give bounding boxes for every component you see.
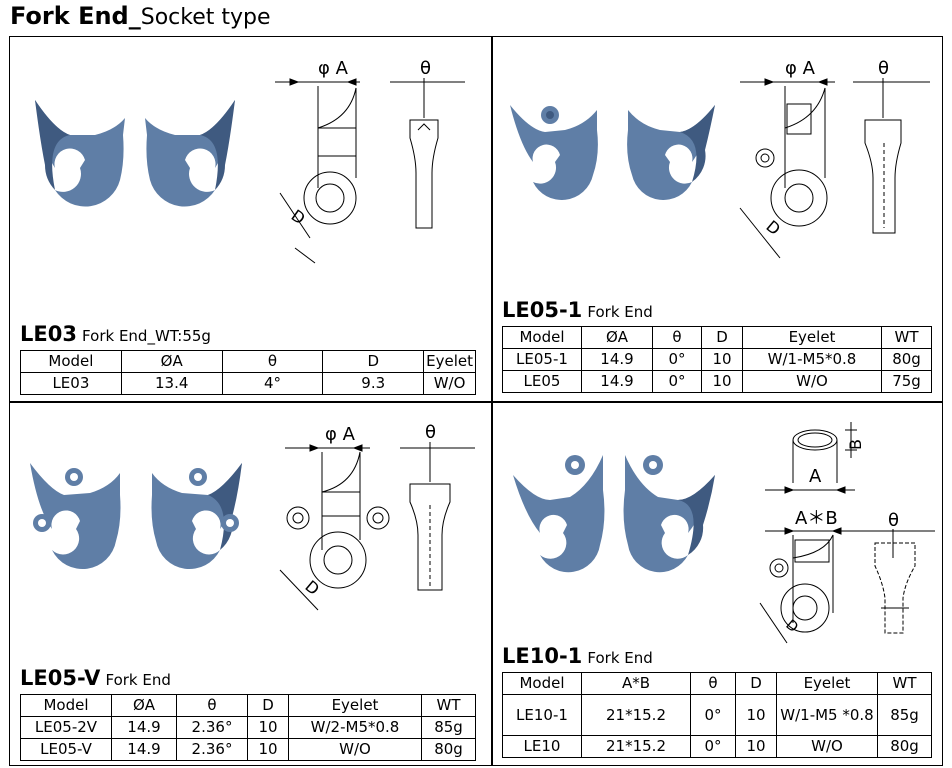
table-row: LE10-1 21*15.2 0° 10 W/1-M5 *0.8 85g: [502, 694, 932, 736]
table-row: LE05-1 14.9 0° 10 W/1-M5*0.8 80g: [502, 348, 932, 371]
le10-1-axb-label: A＊B: [795, 508, 838, 529]
le05-1-phi-a-label: φ A: [785, 58, 816, 79]
le05-v-technical-drawing: φ A D θ: [270, 410, 480, 620]
le05-v-phi-a-label: φ A: [325, 424, 356, 445]
le10-1-a-label: A: [809, 466, 822, 487]
le10-1-spec-table: Model A*B θ D Eyelet WT LE10-1 21*15.2 0…: [502, 672, 932, 758]
fork-end-left-image: [513, 455, 605, 573]
le05-1-spec-table: Model ØA θ D Eyelet WT LE05-1 14.9 0° 10…: [502, 326, 932, 393]
le03-theta-label: θ: [420, 58, 431, 79]
table-row: LE05-2V 14.9 2.36° 10 W/2-M5*0.8 85g: [20, 716, 476, 739]
fork-end-left-image: [30, 463, 121, 570]
le05-1-part-photo: [505, 90, 725, 200]
le03-phi-a-label: φ A: [318, 58, 349, 79]
le05-1-product-heading: LE05-1 Fork End: [502, 298, 653, 322]
grid-divider-horizontal: [9, 401, 943, 403]
table-header-row: Model ØA θ D Eyelet: [20, 350, 476, 373]
le10-1-part-photo: [505, 445, 725, 575]
le03-spec-table: Model ØA θ D Eyelet LE03 13.4 4° 9.3 W/O: [20, 350, 476, 395]
le03-part-photo: [25, 90, 245, 220]
le10-1-technical-drawing: B A A＊B D θ: [745, 408, 940, 648]
fork-end-right-image: [627, 105, 715, 200]
table-row: LE05 14.9 0° 10 W/O 75g: [502, 370, 932, 393]
fork-end-right-image: [145, 100, 235, 207]
table-row: LE05-V 14.9 2.36° 10 W/O 80g: [20, 738, 476, 761]
table-header-row: Model A*B θ D Eyelet WT: [502, 672, 932, 695]
le05-1-theta-label: θ: [878, 58, 889, 79]
le10-1-d-label: D: [782, 617, 801, 636]
table-row: LE03 13.4 4° 9.3 W/O: [20, 372, 476, 395]
le05-v-theta-label: θ: [425, 422, 436, 443]
le10-1-b-label: B: [846, 439, 865, 450]
fork-end-right-image: [151, 463, 242, 570]
le03-product-heading: LE03 Fork End_WT:55g: [20, 322, 211, 346]
le10-1-theta-label: θ: [888, 510, 899, 531]
fork-end-left-image: [35, 100, 125, 207]
le10-1-product-heading: LE10-1 Fork End: [502, 644, 653, 668]
table-header-row: Model ØA θ D Eyelet WT: [20, 694, 476, 717]
le05-v-part-photo: [22, 455, 252, 575]
le03-technical-drawing: φ A D θ: [260, 48, 480, 268]
table-header-row: Model ØA θ D Eyelet WT: [502, 326, 932, 349]
le05-v-spec-table: Model ØA θ D Eyelet WT LE05-2V 14.9 2.36…: [20, 694, 476, 761]
table-row: LE10 21*15.2 0° 10 W/O 80g: [502, 735, 932, 758]
page-title: Fork End_Socket type: [10, 2, 271, 30]
fork-end-right-image: [623, 455, 715, 573]
le05-v-product-heading: LE05-V Fork End: [20, 666, 171, 690]
le05-1-technical-drawing: φ A D θ: [735, 48, 935, 268]
fork-end-left-image: [510, 105, 598, 200]
